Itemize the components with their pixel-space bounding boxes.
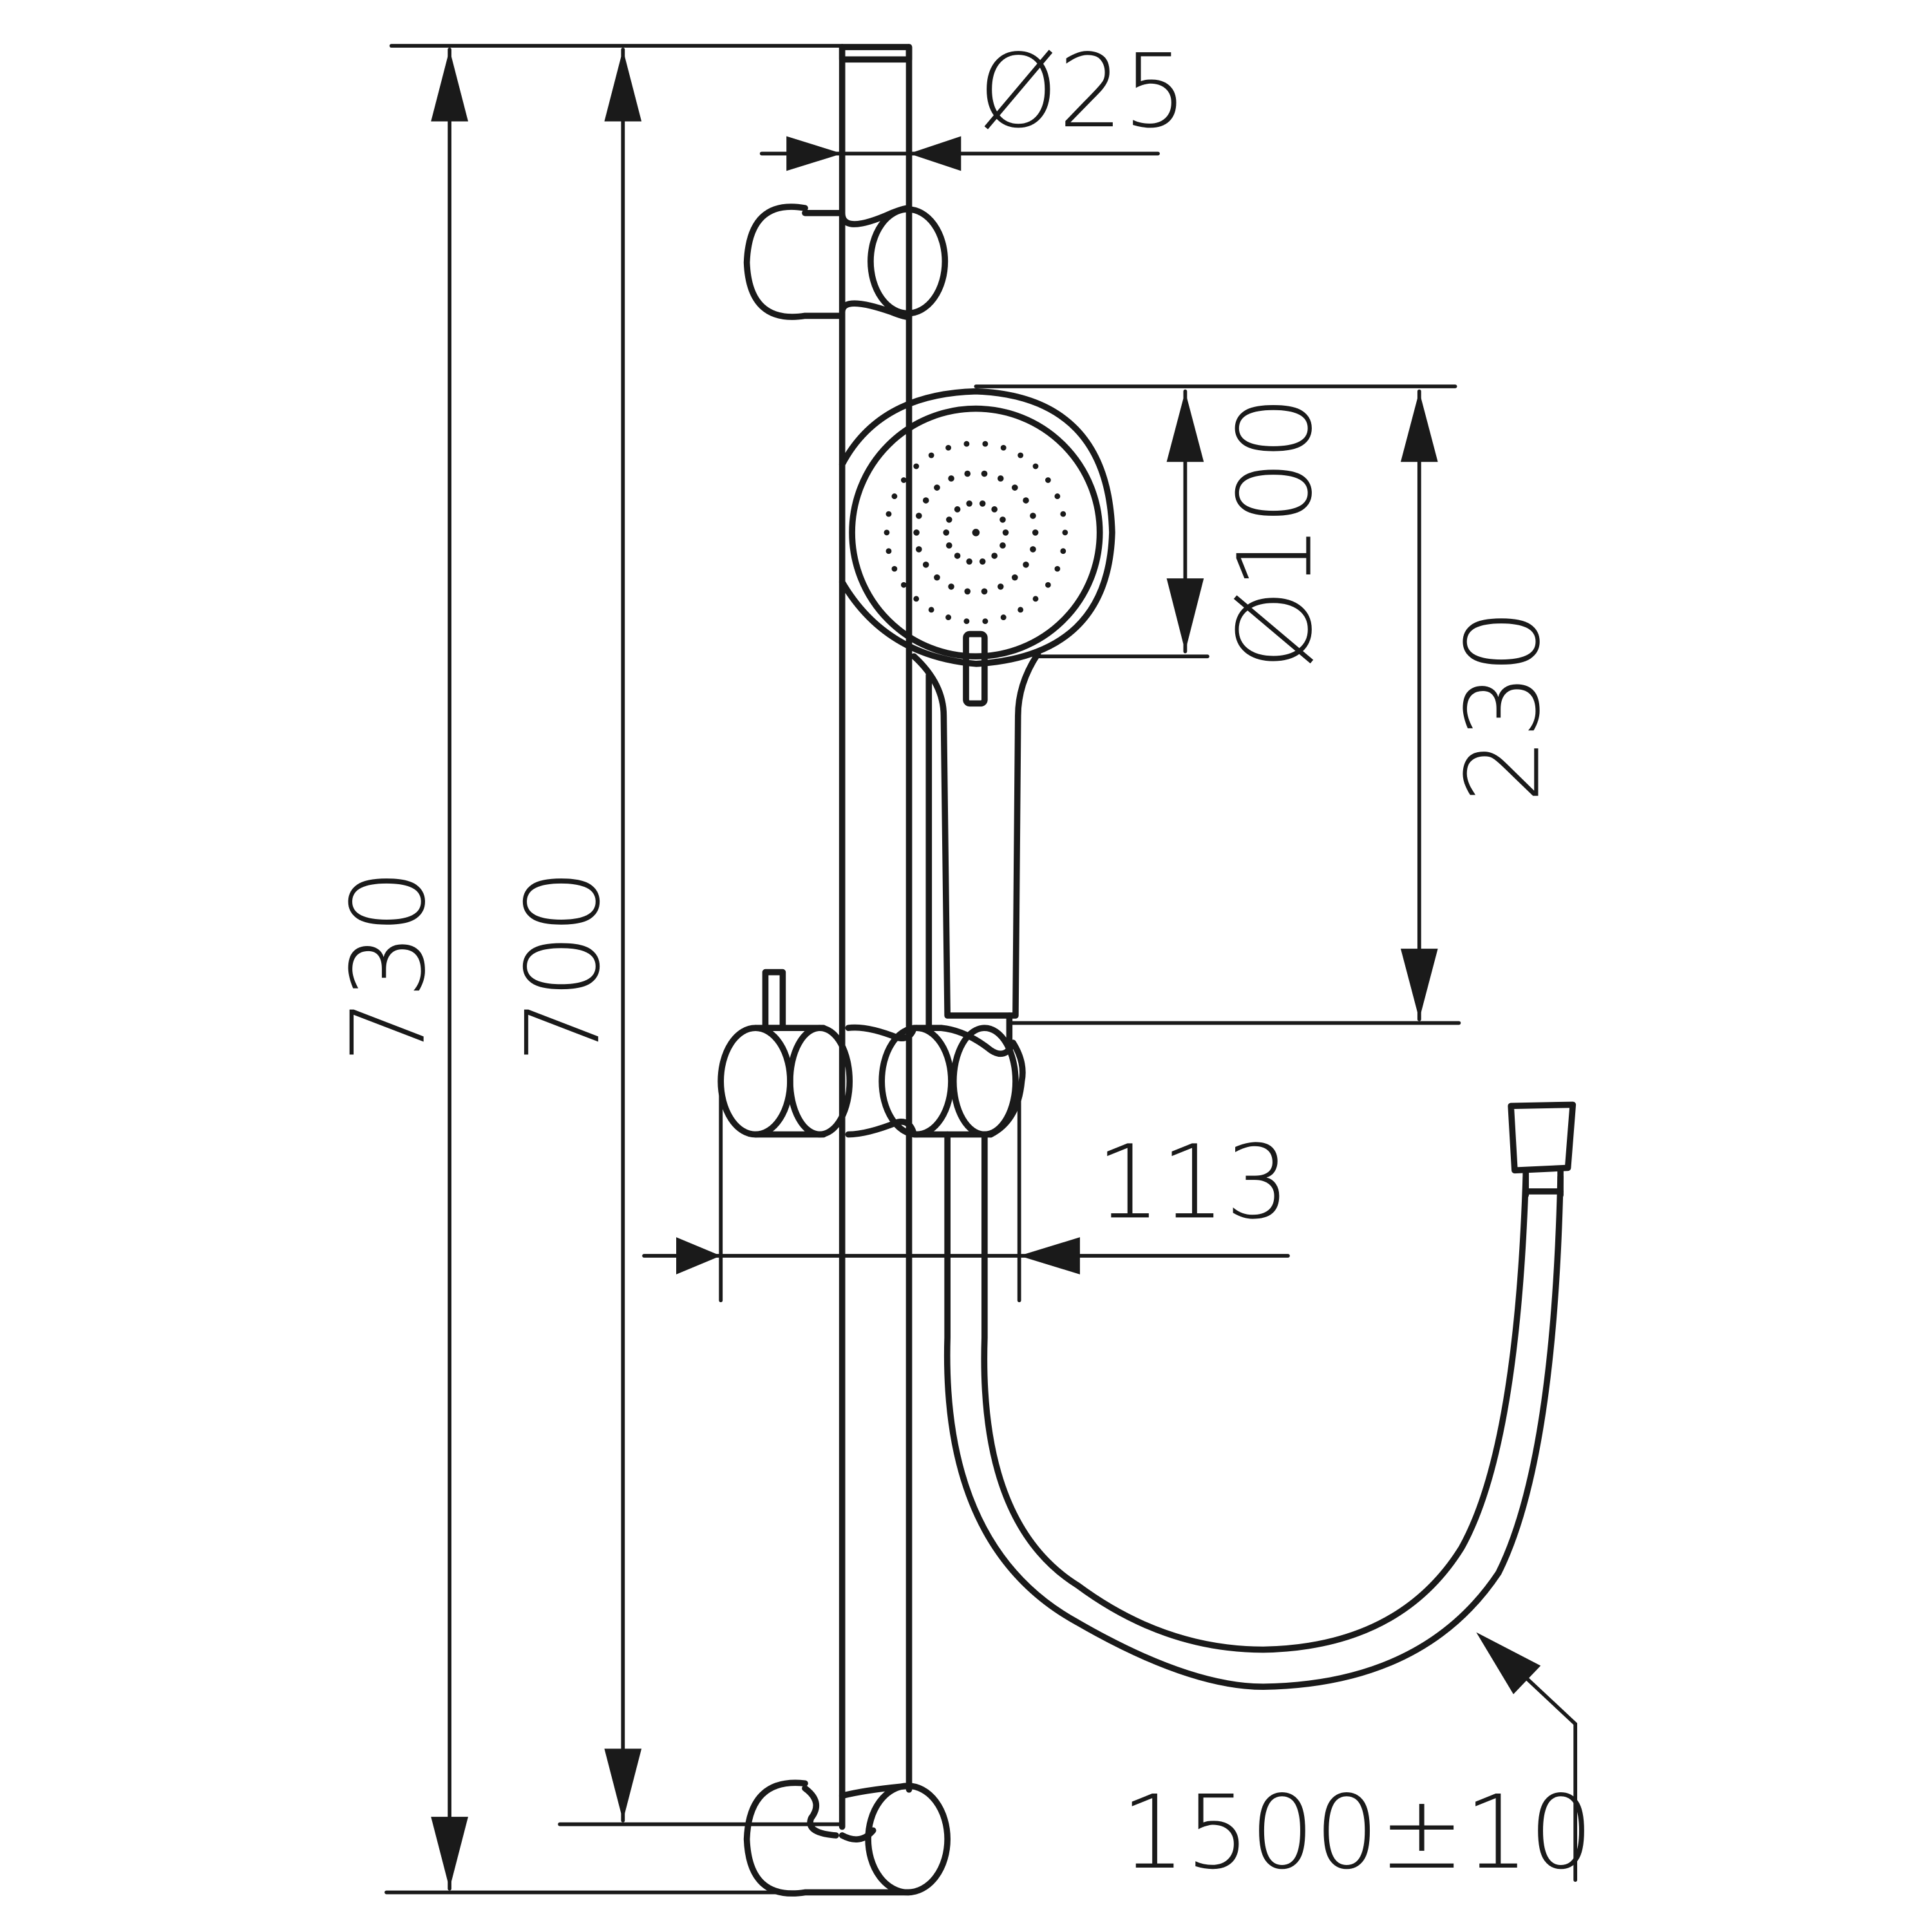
nozzle-dot bbox=[1054, 565, 1061, 572]
dimension-rail-diameter: Ø25 bbox=[759, 33, 1188, 171]
nozzle-dot bbox=[922, 562, 929, 568]
label-rail-diameter: Ø25 bbox=[978, 33, 1188, 151]
nozzle-dot bbox=[1012, 484, 1018, 491]
nozzle-dot bbox=[916, 513, 922, 519]
bottom-wall-bracket bbox=[743, 1779, 951, 1897]
nozzle-dot bbox=[1030, 546, 1036, 553]
dimension-handshower-length: 230 bbox=[1007, 389, 1562, 1025]
label-slider-depth: 113 bbox=[1096, 1124, 1290, 1242]
nozzle-dot bbox=[1023, 562, 1029, 568]
nozzle-dot bbox=[945, 516, 952, 523]
label-handshower-length: 230 bbox=[1444, 609, 1562, 803]
nozzle-dot bbox=[1062, 529, 1068, 536]
nozzle-dot bbox=[886, 548, 892, 554]
nozzle-dot bbox=[954, 506, 961, 513]
nozzle-dot bbox=[928, 607, 934, 613]
dimension-rail-length: 700 bbox=[505, 48, 844, 1826]
label-head-diameter: Ø100 bbox=[1217, 395, 1335, 669]
nozzle-dot bbox=[948, 475, 954, 482]
dimension-total-height: 730 bbox=[330, 44, 844, 1895]
label-hose-length: 1500±10 bbox=[1121, 1774, 1593, 1892]
nozzle-dot bbox=[982, 618, 989, 625]
label-total-height: 730 bbox=[330, 869, 448, 1063]
nozzle-dot bbox=[913, 596, 920, 602]
nozzle-dot bbox=[945, 542, 952, 549]
nozzle-dot bbox=[1045, 582, 1051, 588]
nozzle-dot bbox=[913, 463, 920, 469]
nozzle-dot bbox=[964, 588, 971, 595]
nozzle-dot bbox=[979, 500, 986, 507]
slider-holder bbox=[717, 969, 1026, 1138]
hand-shower bbox=[838, 388, 1115, 1044]
nozzle-dot bbox=[997, 475, 1004, 482]
nozzle-dot bbox=[945, 444, 952, 451]
nozzle-dot bbox=[982, 440, 989, 447]
nozzle-dot bbox=[900, 582, 907, 588]
nozzle-dot bbox=[979, 558, 986, 565]
nozzle-dot bbox=[999, 542, 1006, 549]
nozzle-dot bbox=[913, 529, 920, 536]
nozzle-dot bbox=[891, 493, 898, 500]
nozzle-dot bbox=[1032, 463, 1039, 469]
nozzle-dot bbox=[981, 588, 988, 595]
nozzle-dot bbox=[1032, 596, 1039, 602]
nozzle-dot bbox=[928, 452, 934, 459]
nozzle-dot bbox=[934, 484, 940, 491]
shower-hose bbox=[943, 1101, 1577, 1690]
nozzle-dot bbox=[1045, 477, 1051, 483]
nozzle-dot bbox=[966, 558, 972, 565]
nozzle-pattern bbox=[884, 440, 1068, 625]
top-wall-bracket bbox=[743, 204, 949, 321]
nozzle-dot bbox=[1000, 444, 1007, 451]
nozzle-dot bbox=[884, 529, 890, 536]
nozzle-dot bbox=[1018, 452, 1024, 459]
nozzle-dot bbox=[972, 529, 980, 536]
nozzle-dot bbox=[981, 470, 988, 477]
nozzle-dot bbox=[966, 500, 972, 507]
nozzle-dot bbox=[945, 614, 952, 621]
nozzle-dot bbox=[1032, 529, 1039, 536]
nozzle-dot bbox=[1054, 493, 1061, 500]
nozzle-dot bbox=[1030, 513, 1036, 519]
dimension-slider-depth: 113 bbox=[642, 1088, 1290, 1303]
nozzle-dot bbox=[1000, 614, 1007, 621]
nozzle-dot bbox=[1023, 497, 1029, 504]
dimension-hose-length: 1500±10 bbox=[1121, 1632, 1593, 1892]
dimension-head-diameter: Ø100 bbox=[974, 384, 1457, 669]
nozzle-dot bbox=[964, 470, 971, 477]
nozzle-dot bbox=[954, 553, 961, 559]
nozzle-dot bbox=[916, 546, 922, 553]
nozzle-dot bbox=[934, 574, 940, 581]
nozzle-dot bbox=[1060, 511, 1066, 517]
nozzle-dot bbox=[922, 497, 929, 504]
nozzle-dot bbox=[1018, 607, 1024, 613]
nozzle-dot bbox=[1012, 574, 1018, 581]
label-rail-length: 700 bbox=[505, 869, 623, 1063]
slide-rail bbox=[838, 44, 913, 1830]
nozzle-dot bbox=[997, 583, 1004, 590]
nozzle-dot bbox=[999, 516, 1006, 523]
nozzle-dot bbox=[963, 618, 970, 625]
nozzle-dot bbox=[1060, 548, 1066, 554]
nozzle-dot bbox=[1002, 529, 1009, 536]
nozzle-dot bbox=[900, 477, 907, 483]
nozzle-dot bbox=[963, 440, 970, 447]
nozzle-dot bbox=[943, 529, 950, 536]
nozzle-dot bbox=[891, 565, 898, 572]
nozzle-dot bbox=[991, 553, 998, 559]
nozzle-dot bbox=[886, 511, 892, 517]
nozzle-dot bbox=[948, 583, 954, 590]
nozzle-dot bbox=[991, 506, 998, 513]
